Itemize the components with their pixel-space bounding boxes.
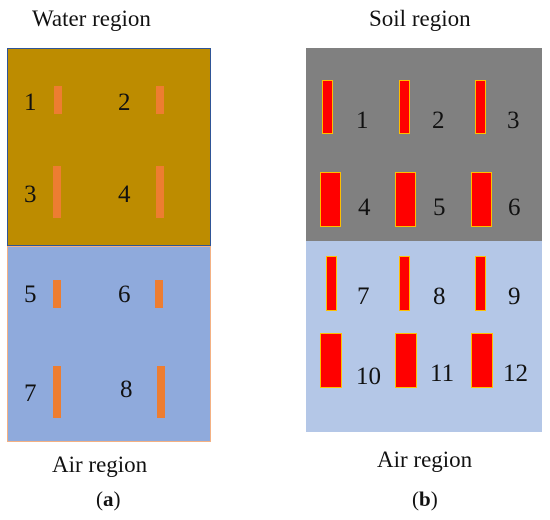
water-region-label: Water region <box>32 6 151 31</box>
sample-bar-b-2 <box>399 80 410 134</box>
caption-b-letter: b <box>419 487 431 511</box>
caption-a-letter: a <box>103 487 114 511</box>
sample-bar-b-1 <box>322 80 333 134</box>
caption-a-open: ( <box>96 487 103 511</box>
sample-bar-b-10 <box>320 333 342 388</box>
soil-region <box>306 48 542 241</box>
air-region-label-b: Air region <box>377 447 473 472</box>
sample-label-b-12: 12 <box>503 360 528 387</box>
sample-label-b-9: 9 <box>508 283 521 310</box>
sample-bar-a-6 <box>155 280 163 308</box>
sample-bar-b-5 <box>395 172 416 227</box>
air-region-a <box>7 246 211 442</box>
soil-region-label: Soil region <box>369 6 471 31</box>
sample-label-b-1: 1 <box>356 107 369 134</box>
caption-b-open: ( <box>412 487 419 511</box>
air-region-b <box>306 241 542 432</box>
sample-bar-a-7 <box>53 366 61 418</box>
sample-label-a-4: 4 <box>118 181 131 208</box>
sample-bar-b-7 <box>326 256 337 311</box>
sample-label-a-6: 6 <box>118 281 131 308</box>
sample-label-a-7: 7 <box>24 380 37 407</box>
caption-b: (b) <box>412 487 438 512</box>
sample-label-b-4: 4 <box>358 194 371 221</box>
sample-label-b-6: 6 <box>508 194 521 221</box>
sample-label-a-1: 1 <box>24 89 37 116</box>
sample-bar-a-2 <box>156 86 164 114</box>
sample-bar-b-11 <box>395 333 417 388</box>
sample-bar-b-4 <box>320 172 341 227</box>
water-region <box>7 48 211 246</box>
sample-label-a-5: 5 <box>24 281 37 308</box>
sample-label-b-7: 7 <box>357 283 370 310</box>
sample-bar-a-4 <box>156 166 164 218</box>
caption-b-close: ) <box>430 487 438 511</box>
sample-bar-a-5 <box>53 280 61 308</box>
sample-label-b-10: 10 <box>356 363 381 390</box>
sample-bar-b-12 <box>471 333 493 388</box>
sample-bar-a-8 <box>157 366 165 418</box>
sample-label-a-2: 2 <box>118 89 131 116</box>
air-region-label-a: Air region <box>52 452 148 477</box>
sample-label-b-3: 3 <box>507 107 520 134</box>
sample-bar-b-8 <box>399 256 410 311</box>
sample-label-b-11: 11 <box>430 360 455 387</box>
sample-label-b-5: 5 <box>433 194 446 221</box>
sample-bar-b-3 <box>475 80 486 134</box>
sample-label-b-2: 2 <box>432 107 445 134</box>
sample-bar-b-9 <box>475 256 486 311</box>
sample-bar-a-1 <box>54 86 62 114</box>
sample-bar-a-3 <box>53 166 61 218</box>
sample-label-a-3: 3 <box>24 181 37 208</box>
sample-label-a-8: 8 <box>120 376 133 403</box>
caption-a-close: ) <box>113 487 121 511</box>
sample-label-b-8: 8 <box>433 283 446 310</box>
caption-a: (a) <box>96 487 121 512</box>
sample-bar-b-6 <box>471 172 492 227</box>
